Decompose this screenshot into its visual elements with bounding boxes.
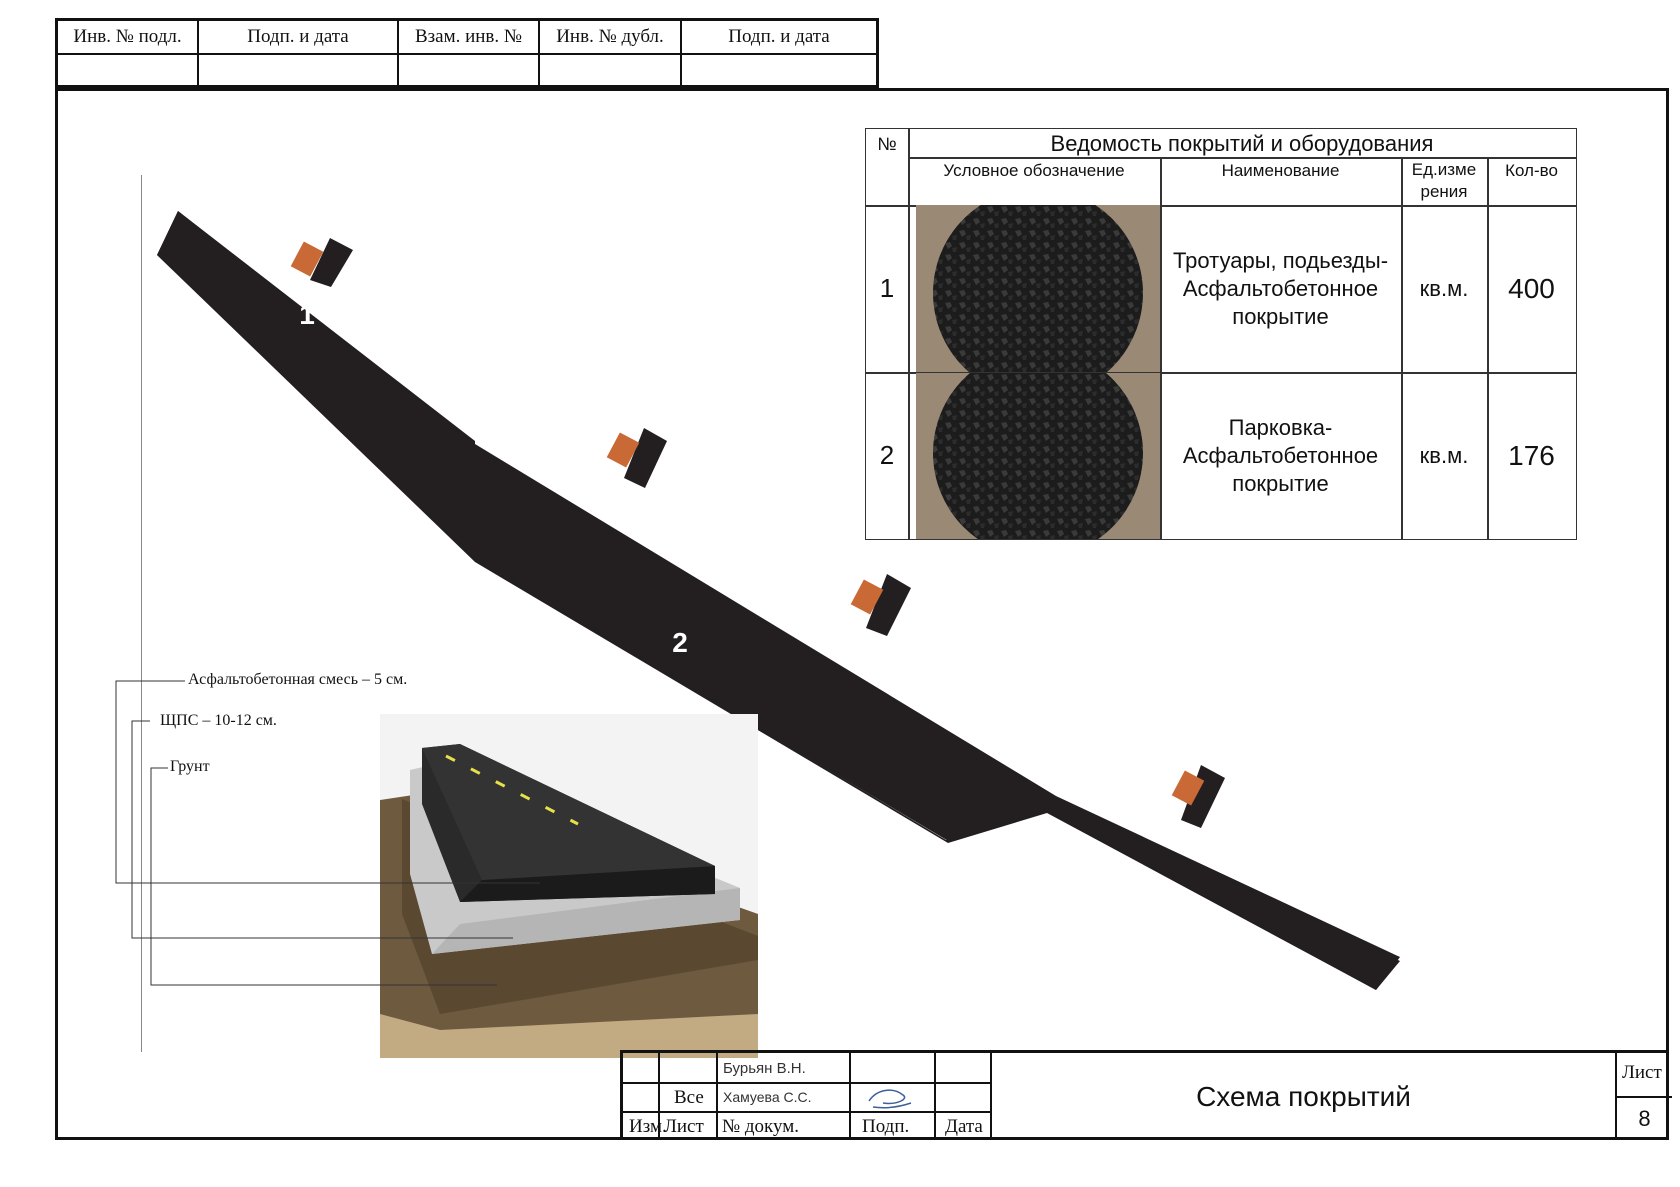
stamp-col-podp-date-1: Подп. и дата [199, 21, 399, 53]
table-title: Ведомость покрытий и оборудования [1050, 131, 1434, 156]
bench-icon [606, 432, 640, 468]
row-2-num: 2 [879, 440, 895, 470]
bench-stub-4 [1171, 765, 1225, 828]
row-1-name-line: Тротуары, подьезды- [1172, 247, 1389, 273]
row-2-name: Парковка- Асфальтобетонное покрытие [1160, 372, 1401, 539]
cross-section-illustration [380, 714, 758, 1058]
asphalt-swatch-2 [916, 373, 1160, 539]
table-header-unit: Ед.изме рения [1411, 160, 1477, 201]
top-stamp: Инв. № подл. Подп. и дата Взам. инв. № И… [55, 18, 879, 88]
title-block: Изм. Лист № докум. Подп. Дата Все Бурьян… [620, 1050, 1672, 1140]
stamp-cell [540, 53, 682, 88]
bench-stub-1 [290, 238, 353, 287]
drawing-title: Схема покрытий [1196, 1080, 1411, 1112]
row-1-name-line: покрытие [1232, 303, 1329, 329]
stamp-col-vzam-inv: Взам. инв. № [399, 21, 540, 53]
layer-label-asphalt: Асфальтобетонная смесь – 5 см. [186, 671, 410, 689]
layer-label-soil: Грунт [168, 758, 212, 776]
table-header-name: Наименование [1221, 161, 1340, 180]
row-1-name-line: Асфальтобетонное [1182, 275, 1379, 301]
row-1-qty: 400 [1508, 272, 1555, 304]
guide-line [141, 175, 142, 1052]
drawing-frame [55, 88, 1669, 1140]
label-date: Дата [945, 1116, 983, 1137]
table-header-num: № [877, 133, 897, 154]
pavement-path [157, 211, 1400, 990]
stamp-cell [399, 53, 540, 88]
person-name-1: Бурьян В.Н. [723, 1060, 806, 1077]
row-1-name: Тротуары, подьезды- Асфальтобетонное пок… [1160, 205, 1401, 372]
row-2-qty: 176 [1508, 439, 1555, 471]
label-doc-number: № докум. [722, 1116, 800, 1137]
row-1-num: 1 [879, 273, 895, 303]
row-2-name-line: покрытие [1232, 470, 1329, 496]
asphalt-swatch-1 [916, 205, 1160, 372]
row-1-unit: кв.м. [1419, 275, 1469, 301]
sheet-number: 8 [1638, 1106, 1651, 1131]
table-header-qty: Кол-во [1505, 161, 1558, 180]
bench-stub-2 [606, 428, 667, 488]
bench-icon [1171, 770, 1205, 806]
row-2-name-line: Асфальтобетонное [1182, 442, 1379, 468]
signature-mark [868, 1089, 912, 1109]
coverage-table: № Ведомость покрытий и оборудования Усло… [865, 128, 1577, 540]
stamp-cell [199, 53, 399, 88]
label-list: Лист [664, 1116, 704, 1137]
row-2-unit: кв.м. [1419, 442, 1469, 468]
row-2-name-line: Парковка- [1228, 414, 1333, 440]
bench-stub-3 [850, 574, 911, 636]
stamp-col-inv-podl: Инв. № подл. [58, 21, 199, 53]
table-header-symbol: Условное обозначение [943, 161, 1125, 180]
layer-label-gravel: ЩПС – 10-12 см. [158, 712, 279, 730]
zone-label-2: 2 [672, 627, 688, 658]
bench-icon [850, 579, 884, 615]
label-vse: Все [674, 1087, 704, 1108]
stamp-cell [58, 53, 199, 88]
stamp-col-podp-date-2: Подп. и дата [728, 26, 830, 47]
stamp-cell [682, 53, 876, 88]
zone-label-1: 1 [299, 299, 315, 330]
label-signature: Подп. [862, 1116, 910, 1137]
label-izm: Изм. [629, 1116, 667, 1137]
stamp-col-inv-dubl: Инв. № дубл. [540, 21, 682, 53]
person-name-2: Хамуева С.С. [723, 1089, 812, 1105]
bench-icon [290, 241, 324, 277]
label-sheet: Лист [1622, 1062, 1662, 1083]
